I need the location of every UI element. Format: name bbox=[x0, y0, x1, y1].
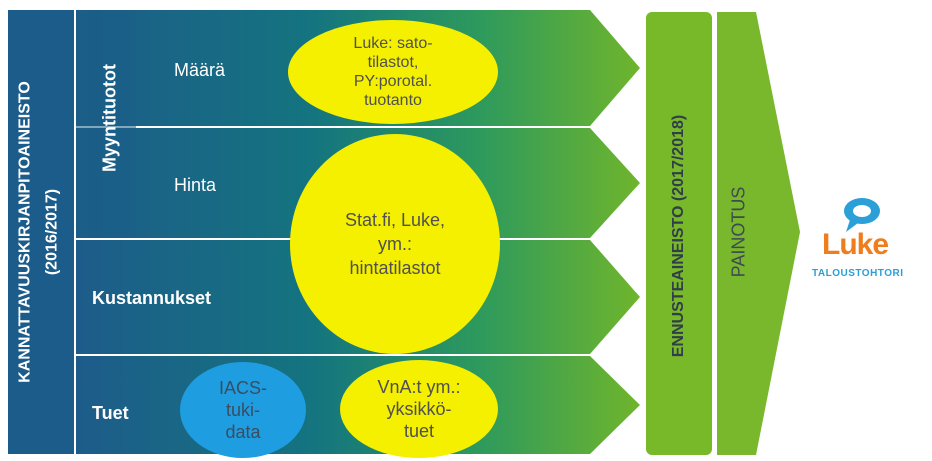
painotus-arrow bbox=[717, 12, 800, 455]
oval-luke-line4: tuotanto bbox=[364, 92, 422, 109]
left-column-year: (2016/2017) bbox=[44, 189, 61, 275]
left-column-title: KANNATTAVUUSKIRJANPITOAINEISTO bbox=[17, 81, 34, 383]
oval-iacs-tukidata: IACS- tuki- data bbox=[180, 362, 306, 458]
oval-vna-line2: yksikkö- bbox=[386, 399, 452, 419]
row-label-kustannukset: Kustannukset bbox=[92, 288, 212, 308]
oval-luke-line2: tilastot, bbox=[367, 54, 419, 71]
oval-vna-line3: tuet bbox=[403, 421, 435, 441]
left-column-line2: (2016/2017) bbox=[43, 188, 61, 276]
oval-vna-yksikkotuet: VnA:t ym.: yksikkö- tuet bbox=[340, 360, 498, 458]
oval-vna-line1: VnA:t ym.: bbox=[377, 377, 461, 397]
oval-statfi-hintatilastot: Stat.fi, Luke, ym.: hintatilastot bbox=[290, 134, 500, 354]
row-label-hinta: Hinta bbox=[174, 175, 217, 195]
ennuste-bar bbox=[646, 12, 712, 455]
oval-iacs-line2: tuki- bbox=[225, 400, 260, 420]
oval-statfi-line3: hintatilastot bbox=[349, 258, 441, 278]
myyntituotot-label: Myyntituotot bbox=[99, 64, 120, 172]
oval-statfi-line1: Stat.fi, Luke, bbox=[344, 210, 446, 230]
oval-statfi-line2: ym.: bbox=[378, 234, 412, 254]
row-label-tuet: Tuet bbox=[92, 403, 129, 423]
oval-luke-line1: Luke: sato- bbox=[353, 35, 433, 52]
oval-iacs-line3: data bbox=[225, 422, 261, 442]
myyntituotot-strip bbox=[76, 10, 136, 238]
oval-luke-satotilastot: Luke: sato- tilastot, PY:porotal. tuotan… bbox=[288, 20, 498, 124]
left-column-line1: KANNATTAVUUSKIRJANPITOAINEISTO bbox=[16, 81, 34, 383]
ennuste-label: ENNUSTEAINEISTO (2017/2018) bbox=[670, 114, 687, 358]
left-column-bg bbox=[8, 10, 74, 454]
row-label-maara: Määrä bbox=[174, 60, 226, 80]
luke-logo-text: Luke bbox=[822, 228, 889, 261]
luke-logo-leaf bbox=[844, 198, 880, 232]
logo-subtitle: TALOUSTOHTORI bbox=[812, 268, 904, 279]
oval-iacs-line1: IACS- bbox=[218, 378, 267, 398]
oval-luke-line3: PY:porotal. bbox=[353, 73, 433, 90]
painotus-label: PAINOTUS bbox=[728, 186, 749, 278]
